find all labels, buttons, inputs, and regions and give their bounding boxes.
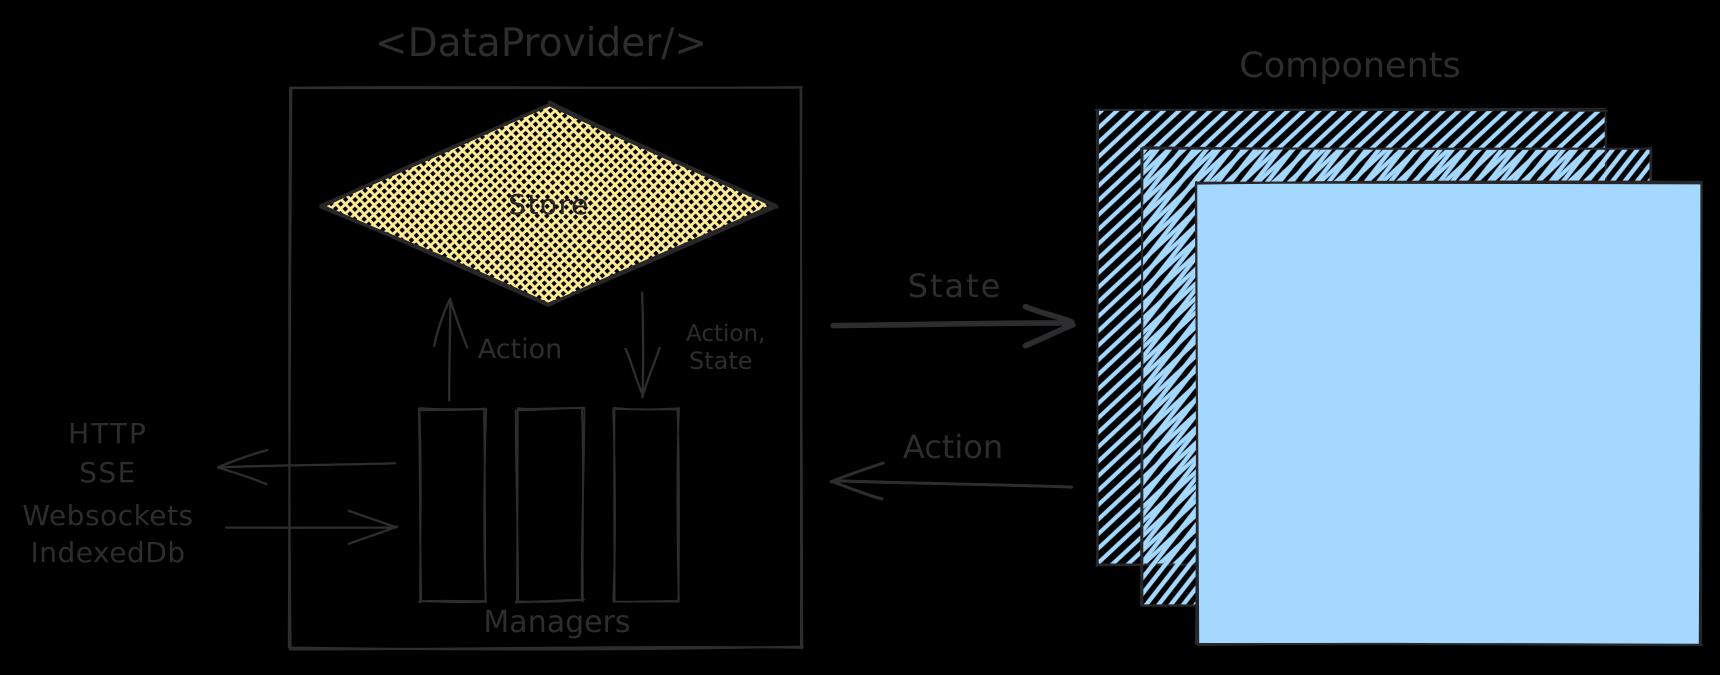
action-state-label-line2: State [689,347,753,375]
manager-rect-2 [514,406,586,604]
action-state-down-arrow [624,291,661,399]
manager-rect-3 [612,406,681,603]
state-flow-label: State [908,267,1003,305]
manager-rect-1 [417,407,488,604]
transport-http: HTTP [68,417,148,450]
action-state-label-line1: Action, [686,321,765,347]
transport-websockets: Websockets [22,499,193,532]
transport-in-arrow [225,509,399,546]
action-up-arrow [433,297,469,402]
action-up-label: Action [478,334,563,365]
action-flow-label: Action [903,428,1003,466]
action-flow-arrow [829,461,1074,501]
transport-sse: SSE [79,456,137,489]
state-flow-arrow [830,303,1076,349]
store-diamond [319,100,779,307]
dataprovider-box [287,86,805,651]
component-card-front-fill [1197,183,1701,644]
transport-indexeddb: IndexedDb [30,536,185,569]
managers-label: Managers [483,605,630,640]
components-title: Components [1239,46,1460,86]
store-label: Store [508,188,590,221]
transport-out-arrow [216,448,397,486]
component-card-front [1194,180,1704,647]
dataprovider-title: <DataProvider/> [375,21,707,66]
